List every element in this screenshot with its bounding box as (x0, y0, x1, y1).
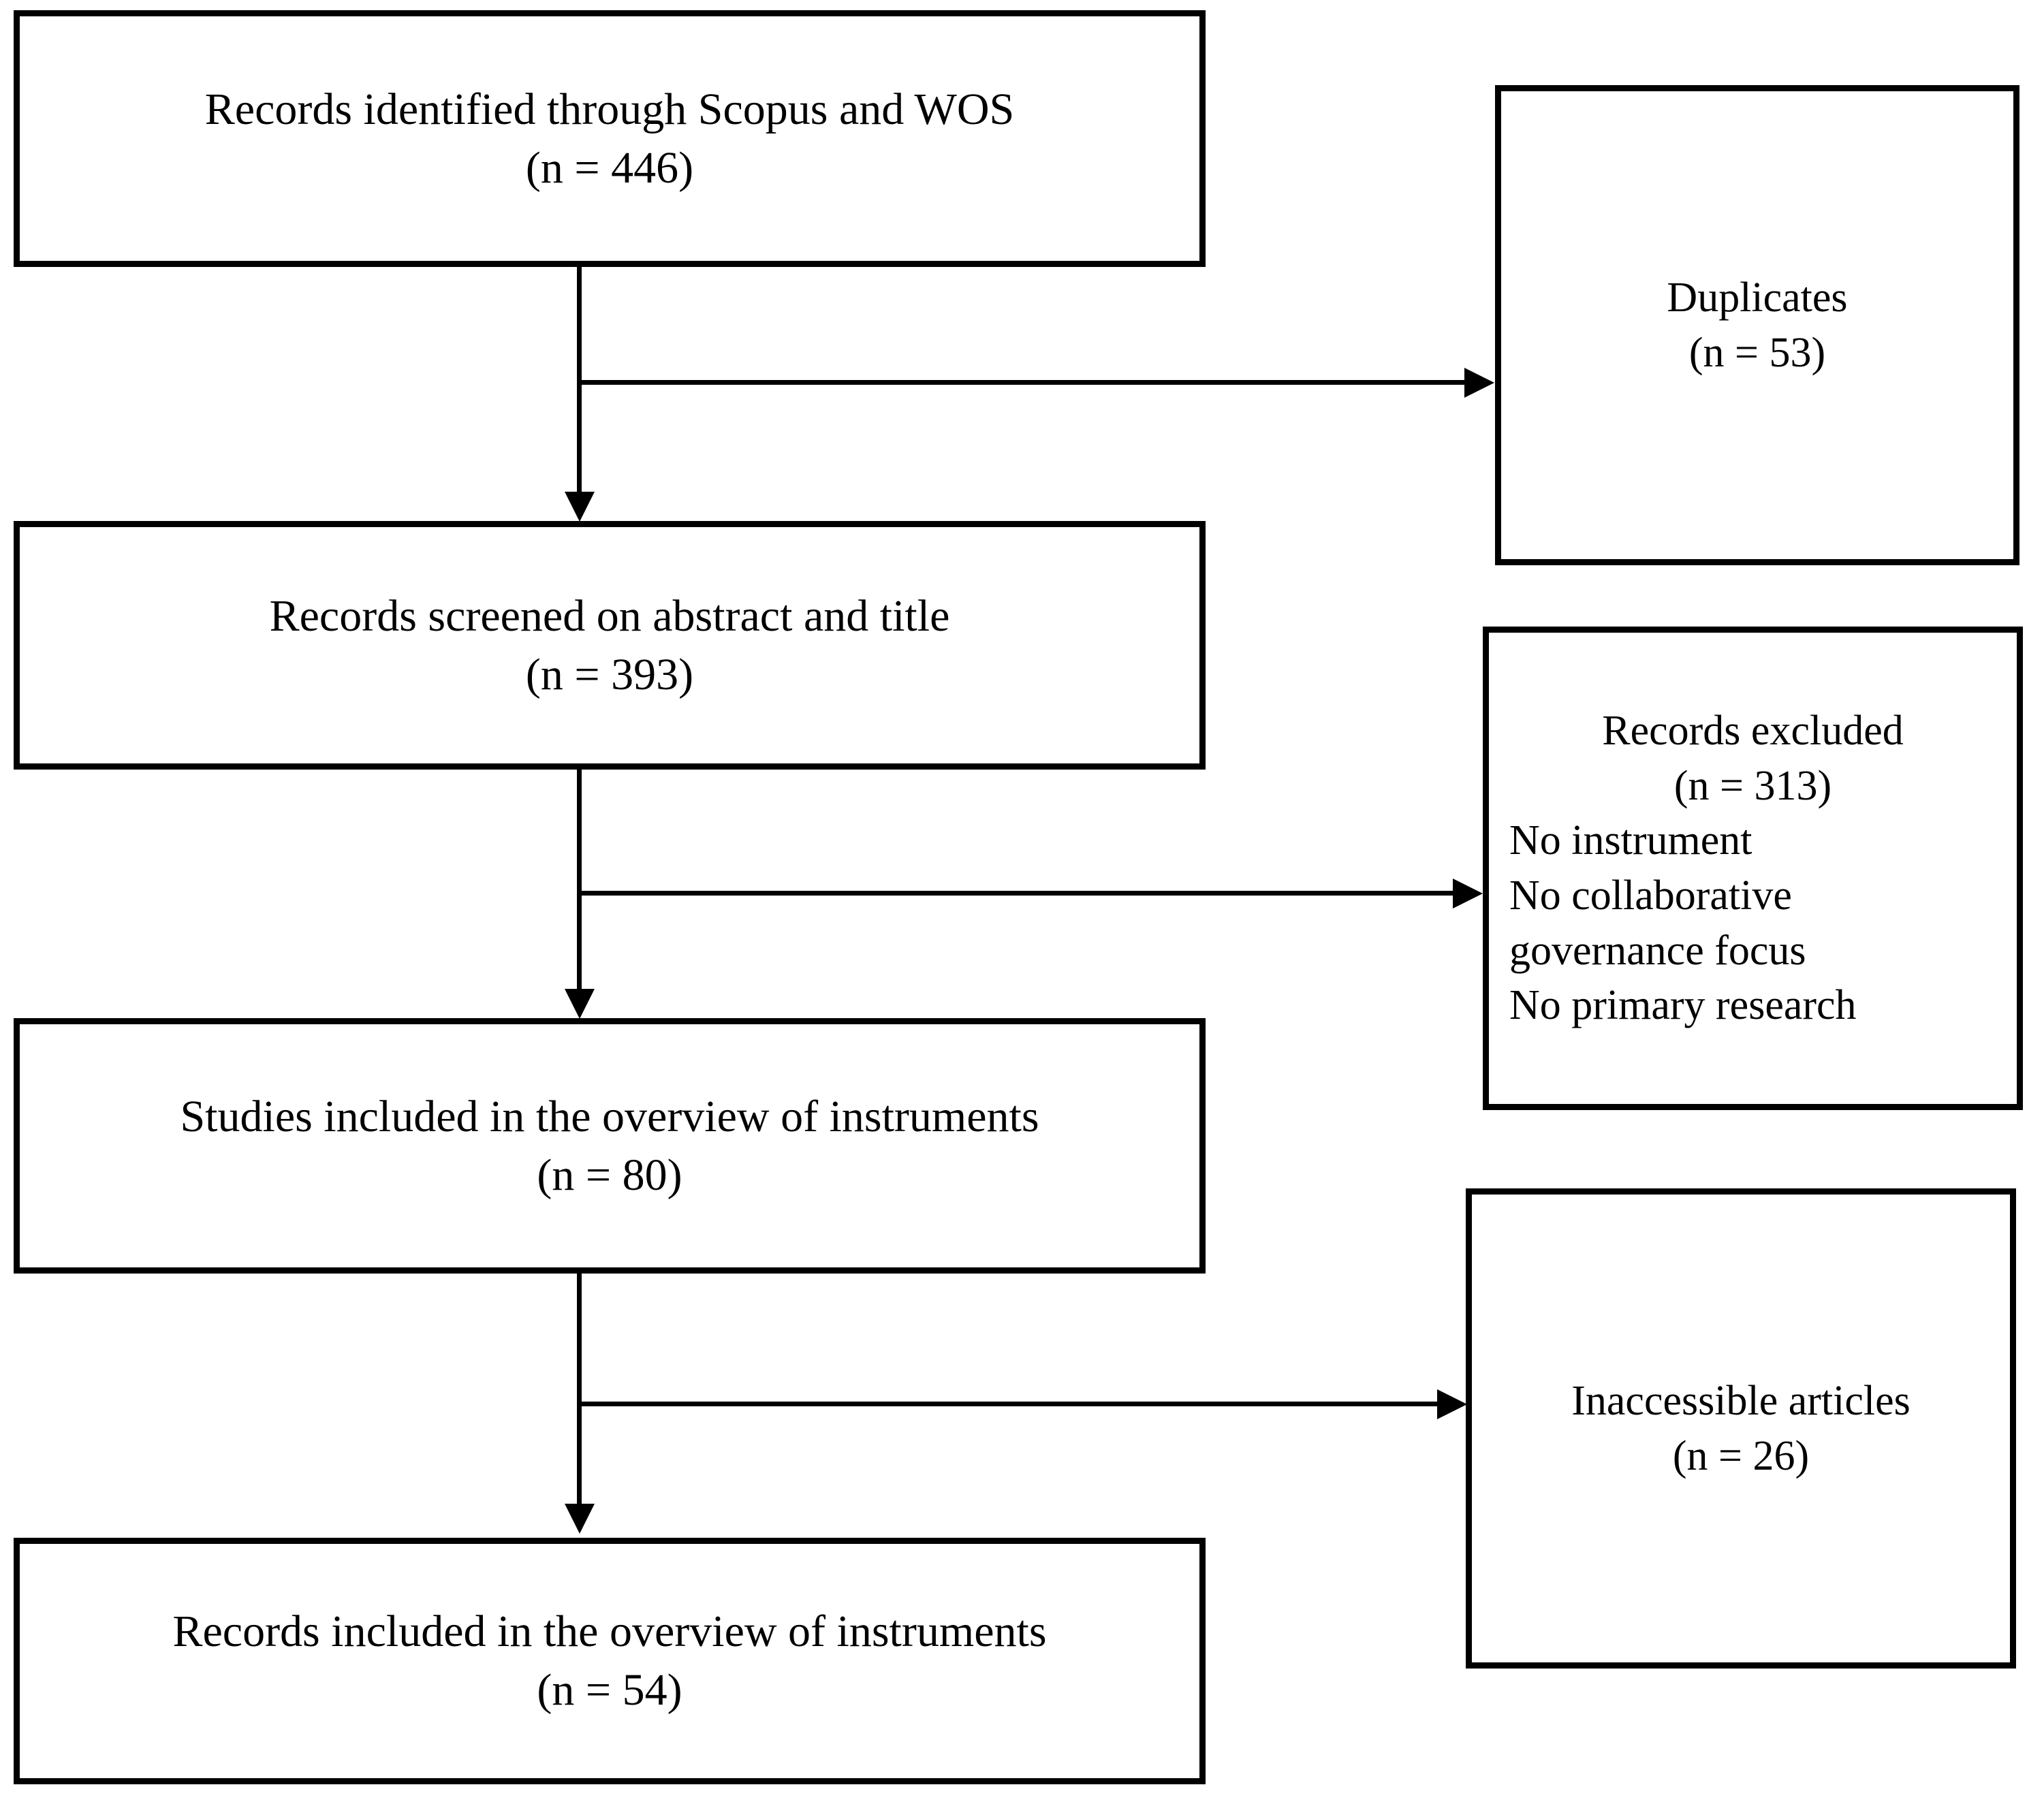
arrowhead-down-screened (565, 492, 595, 522)
node-studies-included-line-2: (n = 80) (537, 1150, 682, 1200)
node-studies-included: Studies included in the overview of inst… (14, 1018, 1206, 1274)
arrowhead-down-included (565, 1504, 595, 1534)
arrowhead-right-inaccessible (1437, 1389, 1467, 1419)
arrowhead-down-studies (565, 989, 595, 1019)
node-records-excluded: Records excluded (n = 313) No instrument… (1483, 627, 2023, 1110)
node-records-included: Records included in the overview of inst… (14, 1538, 1206, 1784)
node-records-excluded-reason-2b: governance focus (1509, 927, 1806, 974)
node-records-screened: Records screened on abstract and title (… (14, 521, 1206, 770)
connector-identified-to-duplicates (579, 380, 1464, 385)
node-records-excluded-reason-2a: No collaborative (1509, 872, 1792, 919)
node-duplicates: Duplicates (n = 53) (1495, 85, 2019, 565)
node-records-excluded-line-2: (n = 313) (1673, 762, 1832, 809)
node-studies-included-line-1: Studies included in the overview of inst… (180, 1091, 1039, 1141)
connector-screened-to-excluded (579, 891, 1454, 896)
node-records-screened-line-2: (n = 393) (525, 649, 694, 699)
connector-screened-to-studies (577, 770, 582, 994)
node-records-screened-line-1: Records screened on abstract and title (269, 590, 950, 641)
arrowhead-right-excluded (1453, 879, 1483, 908)
node-inaccessible-articles: Inaccessible articles (n = 26) (1466, 1188, 2016, 1669)
connector-studies-to-included (577, 1274, 582, 1505)
node-inaccessible-articles-line-2: (n = 26) (1672, 1432, 1810, 1479)
node-records-included-line-2: (n = 54) (537, 1665, 682, 1715)
node-duplicates-line-2: (n = 53) (1688, 329, 1826, 376)
node-records-identified-line-1: Records identified through Scopus and WO… (204, 84, 1015, 134)
node-records-identified: Records identified through Scopus and WO… (14, 10, 1206, 267)
node-inaccessible-articles-line-1: Inaccessible articles (1571, 1377, 1911, 1424)
node-records-excluded-reason-1: No instrument (1509, 817, 1752, 864)
connector-studies-to-inaccessible (579, 1402, 1438, 1406)
node-records-identified-line-2: (n = 446) (525, 142, 694, 193)
node-duplicates-line-1: Duplicates (1667, 274, 1848, 321)
node-records-excluded-line-1: Records excluded (1602, 708, 1904, 755)
node-records-included-line-1: Records included in the overview of inst… (172, 1607, 1047, 1657)
arrowhead-right-duplicates (1464, 368, 1494, 398)
node-records-excluded-reason-3: No primary research (1509, 982, 1857, 1029)
